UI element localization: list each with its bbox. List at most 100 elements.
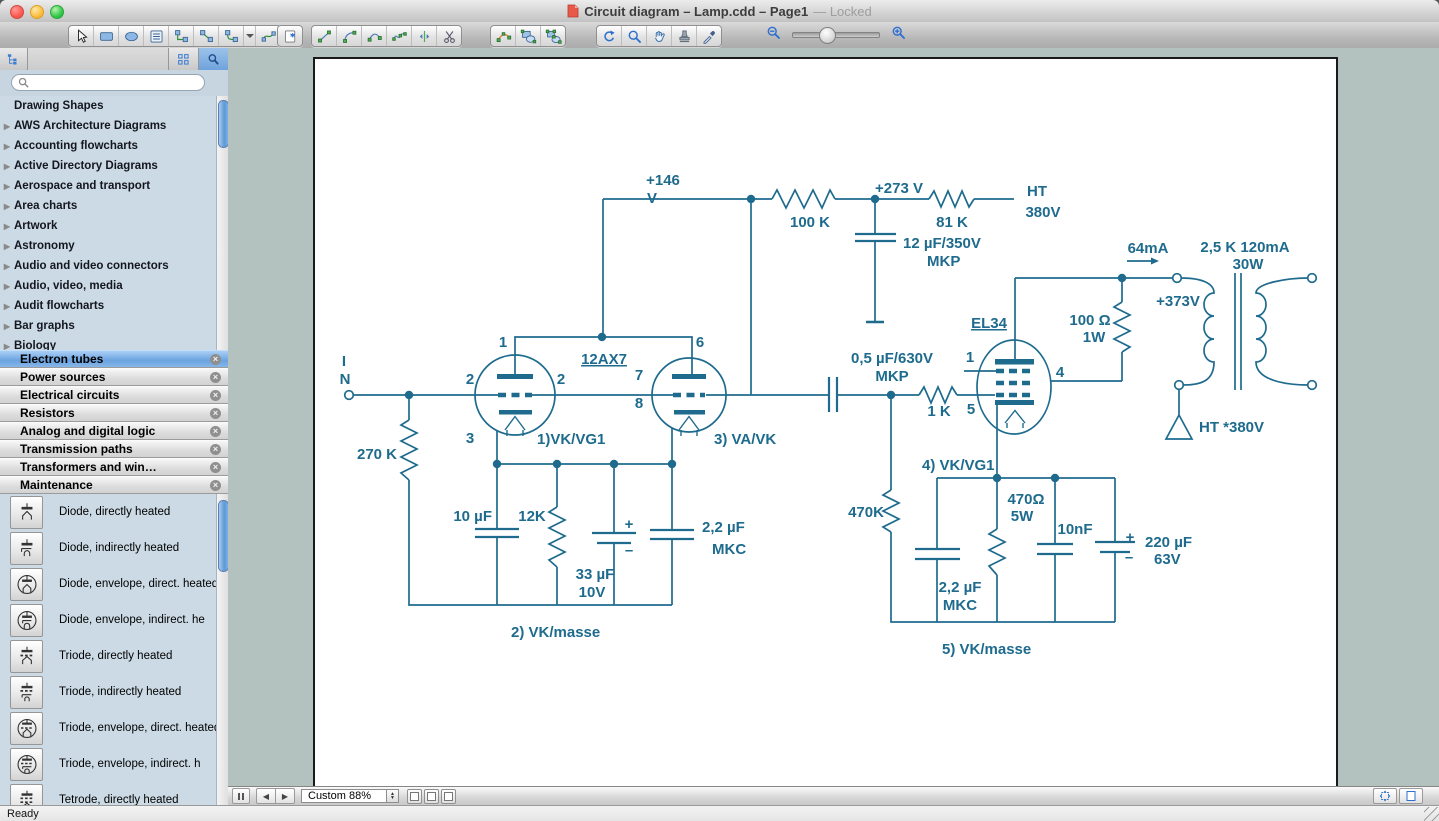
disclosure-triangle-icon[interactable]: ▶ [3, 221, 11, 231]
zoom-level-value[interactable]: Custom 88% [301, 789, 387, 803]
actual-size-button[interactable] [1399, 788, 1423, 804]
rect-tool-button[interactable] [94, 26, 119, 46]
shape-list-scrollbar[interactable] [216, 494, 228, 805]
minimize-window-button[interactable] [30, 5, 44, 19]
disclosure-triangle-icon[interactable]: ▶ [3, 261, 11, 271]
zoom-in-icon[interactable] [890, 24, 907, 46]
search-input[interactable] [29, 76, 204, 89]
line-tool-button[interactable] [312, 26, 337, 46]
shape-list-scroll-thumb[interactable] [218, 500, 228, 572]
library-item[interactable]: ▶Audio and video connectors [0, 256, 216, 276]
view-mode-2-button[interactable] [424, 788, 439, 804]
hand-tool-button[interactable] [647, 26, 672, 46]
shape-item[interactable]: Triode, directly heated [0, 638, 216, 674]
view-mode-1-button[interactable] [407, 788, 422, 804]
open-library-item[interactable]: Electron tubes× [0, 350, 228, 368]
fit-to-window-button[interactable] [1373, 788, 1397, 804]
disclosure-triangle-icon[interactable]: ▶ [3, 141, 11, 151]
shape-item[interactable]: Tetrode, directly heated [0, 782, 216, 805]
open-library-item[interactable]: Analog and digital logic× [0, 422, 228, 440]
zoom-window-button[interactable] [50, 5, 64, 19]
library-item[interactable]: ▶Artwork [0, 216, 216, 236]
close-library-icon[interactable]: × [210, 372, 221, 383]
magnifier-button[interactable] [622, 26, 647, 46]
library-item[interactable]: ▶Active Directory Diagrams [0, 156, 216, 176]
group-shapes-button[interactable] [516, 26, 541, 46]
connector-line-button[interactable] [194, 26, 219, 46]
shape-item[interactable]: Diode, directly heated [0, 494, 216, 530]
shape-item[interactable]: Triode, envelope, indirect. h [0, 746, 216, 782]
shape-item[interactable]: Diode, envelope, indirect. he [0, 602, 216, 638]
shape-item[interactable]: Diode, indirectly heated [0, 530, 216, 566]
caret-down-icon[interactable] [244, 26, 256, 46]
close-library-icon[interactable]: × [210, 408, 221, 419]
library-item[interactable]: ▶Biology [0, 336, 216, 350]
next-page-button[interactable]: ▶ [276, 788, 295, 804]
close-library-icon[interactable]: × [210, 480, 221, 491]
library-item[interactable]: ▶Astronomy [0, 236, 216, 256]
close-library-icon[interactable]: × [210, 390, 221, 401]
close-library-icon[interactable]: × [210, 426, 221, 437]
shape-new-button[interactable] [278, 26, 302, 46]
search-tab-icon[interactable] [199, 48, 228, 70]
connector-curve-button[interactable] [219, 26, 244, 46]
reshape-button[interactable] [491, 26, 516, 46]
search-field[interactable] [11, 74, 205, 91]
open-library-item[interactable]: Resistors× [0, 404, 228, 422]
shape-item[interactable]: Triode, envelope, direct. heated [0, 710, 216, 746]
ellipse-tool-button[interactable] [119, 26, 144, 46]
disclosure-triangle-icon[interactable]: ▶ [3, 161, 11, 171]
text-tool-button[interactable] [144, 26, 169, 46]
scissors-button[interactable] [437, 26, 461, 46]
library-item[interactable]: ▶Area charts [0, 196, 216, 216]
ungroup-shapes-button[interactable] [541, 26, 565, 46]
disclosure-triangle-icon[interactable]: ▶ [3, 241, 11, 251]
library-item[interactable]: ▶Bar graphs [0, 316, 216, 336]
open-library-item[interactable]: Electrical circuits× [0, 386, 228, 404]
open-library-item[interactable]: Maintenance× [0, 476, 228, 494]
disclosure-triangle-icon[interactable]: ▶ [3, 321, 11, 331]
spline-tool-button[interactable] [387, 26, 412, 46]
close-library-icon[interactable]: × [210, 444, 221, 455]
pointer-button[interactable] [69, 26, 94, 46]
close-library-icon[interactable]: × [210, 462, 221, 473]
library-list-scroll-thumb[interactable] [218, 100, 228, 148]
connector-elbow-button[interactable] [169, 26, 194, 46]
disclosure-triangle-icon[interactable]: ▶ [3, 281, 11, 291]
previous-page-button[interactable]: ◀ [256, 788, 276, 804]
library-item[interactable]: Drawing Shapes [0, 96, 216, 116]
disclosure-triangle-icon[interactable]: ▶ [3, 341, 11, 351]
open-library-item[interactable]: Transmission paths× [0, 440, 228, 458]
zoom-stepper[interactable]: ▲▼ [387, 789, 399, 803]
library-item[interactable]: ▶Aerospace and transport [0, 176, 216, 196]
zoom-slider-thumb[interactable] [819, 27, 836, 44]
split-tool-button[interactable] [412, 26, 437, 46]
eyedropper-button[interactable] [697, 26, 721, 46]
zoom-out-icon[interactable] [765, 24, 782, 46]
disclosure-triangle-icon[interactable]: ▶ [3, 301, 11, 311]
close-library-icon[interactable]: × [210, 354, 221, 365]
library-list-scrollbar[interactable] [216, 96, 228, 350]
pause-button[interactable] [232, 788, 250, 804]
open-library-item[interactable]: Power sources× [0, 368, 228, 386]
close-window-button[interactable] [10, 5, 24, 19]
rotate-tool-button[interactable] [597, 26, 622, 46]
open-library-item[interactable]: Transformers and win…× [0, 458, 228, 476]
title-bar[interactable]: Circuit diagram – Lamp.cdd – Page1 — Loc… [0, 0, 1439, 23]
library-item[interactable]: ▶Audit flowcharts [0, 296, 216, 316]
view-mode-3-button[interactable] [441, 788, 456, 804]
curve-tool-button[interactable] [362, 26, 387, 46]
grid-view-icon[interactable] [169, 48, 199, 70]
shape-item[interactable]: Triode, indirectly heated [0, 674, 216, 710]
zoom-slider[interactable] [792, 27, 880, 44]
library-item[interactable]: ▶Accounting flowcharts [0, 136, 216, 156]
resize-grip-icon[interactable] [1424, 807, 1439, 821]
disclosure-triangle-icon[interactable]: ▶ [3, 181, 11, 191]
disclosure-triangle-icon[interactable]: ▶ [3, 201, 11, 211]
library-item[interactable]: ▶Audio, video, media [0, 276, 216, 296]
library-item[interactable]: ▶AWS Architecture Diagrams [0, 116, 216, 136]
shape-item[interactable]: Diode, envelope, direct. heated [0, 566, 216, 602]
arc-tool-button[interactable] [337, 26, 362, 46]
